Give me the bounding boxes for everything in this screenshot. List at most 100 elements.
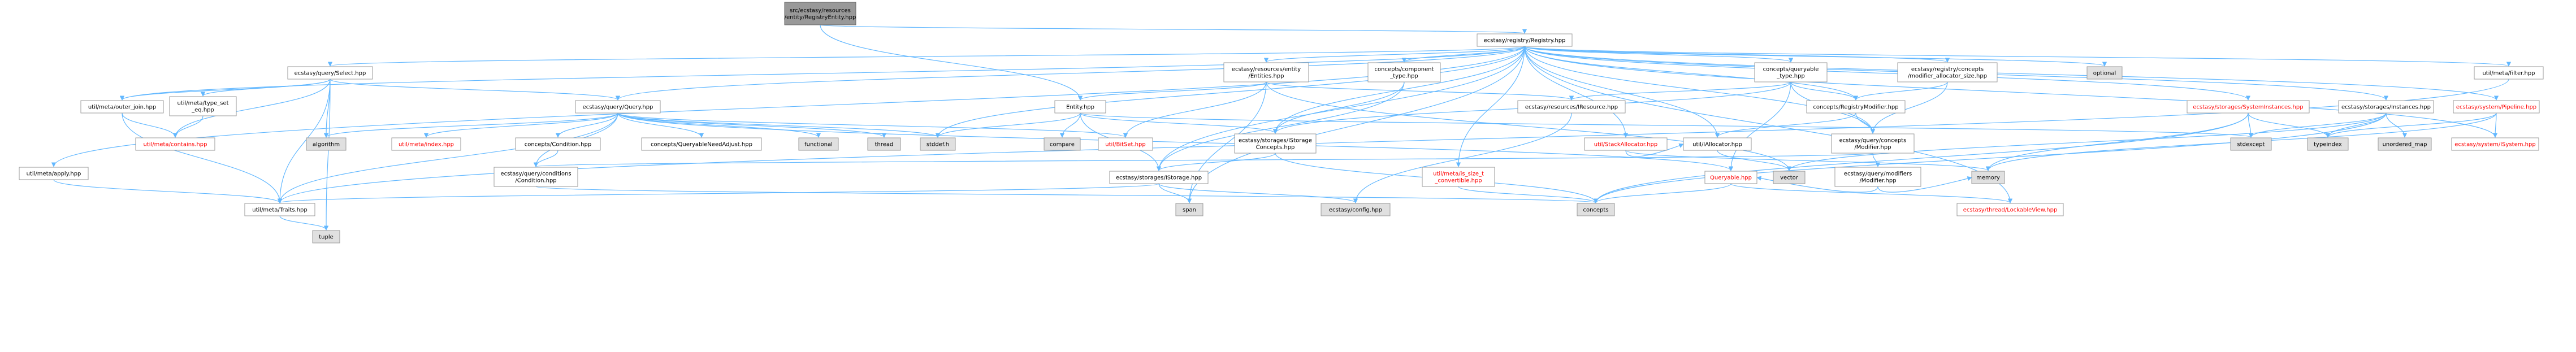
node-box — [1897, 62, 1998, 82]
node-entity[interactable]: Entity.hpp — [1054, 100, 1106, 114]
node-label: concepts/Condition.hpp — [525, 142, 591, 148]
node-stack_allocator[interactable]: util/StackAllocator.hpp — [1584, 137, 1668, 151]
node-label: concepts/component — [1374, 67, 1434, 73]
node-box — [2230, 137, 2272, 151]
dependency-edge-entities-entity — [1077, 81, 1267, 101]
node-iallocator[interactable]: util/IAllocator.hpp — [1683, 137, 1752, 151]
dependency-edge-query-queryable — [617, 112, 1733, 171]
node-instances[interactable]: ecstasy/storages/Instances.hpp — [2338, 100, 2434, 114]
dependency-edge-condition-concepts — [535, 186, 1598, 203]
node-label: thread — [875, 142, 894, 148]
node-registry[interactable]: ecstasy/registry/Registry.hpp — [1477, 33, 1573, 47]
dependency-edge-query-algorithm — [323, 112, 618, 138]
node-condition_concept[interactable]: concepts/Condition.hpp — [515, 137, 601, 151]
dependency-edge-instances-unordered_map — [2385, 112, 2408, 138]
node-resource[interactable]: ecstasy/resources/IResource.hpp — [1517, 100, 1626, 114]
node-label: _convertible.hpp — [1434, 178, 1482, 184]
dependency-edge-root-entity — [820, 24, 1083, 101]
dependency-edge-iallocator-vector — [1717, 150, 1792, 171]
edges-layer — [51, 24, 2511, 231]
node-box — [1773, 171, 1806, 184]
node-label: functional — [804, 142, 833, 148]
dependency-edge-component_type-storage_concepts — [1272, 81, 1405, 134]
node-istorage[interactable]: ecstasy/storages/IStorage.hpp — [1109, 171, 1209, 184]
dependency-edge-entities-bitset — [1123, 81, 1267, 138]
node-index[interactable]: util/meta/index.hpp — [391, 137, 461, 151]
node-query[interactable]: ecstasy/query/Query.hpp — [575, 100, 661, 114]
dependency-edge-registry_modifier-iallocator — [1715, 112, 1856, 138]
node-condition[interactable]: ecstasy/query/conditions/Condition.hpp — [493, 167, 578, 187]
node-stdexcept: stdexcept — [2230, 137, 2272, 151]
node-component_type[interactable]: concepts/component_type.hpp — [1367, 62, 1441, 82]
node-is_size_t[interactable]: util/meta/is_size_t_convertible.hpp — [1422, 167, 1495, 187]
node-apply[interactable]: util/meta/apply.hpp — [19, 167, 89, 180]
node-box — [2187, 100, 2310, 114]
node-label: ecstasy/storages/Instances.hpp — [2341, 105, 2431, 111]
dependency-edge-filter-traits — [278, 79, 2509, 203]
dependency-edge-registry-filter — [1524, 46, 2511, 67]
node-select[interactable]: ecstasy/query/Select.hpp — [287, 66, 373, 80]
dependency-edge-root-registry — [820, 24, 1526, 34]
dependency-edge-registry-storage_concepts — [1272, 46, 1525, 134]
dependency-edge-entities-resource — [1266, 81, 1574, 101]
node-label: ecstasy/storages/IStorage.hpp — [1116, 175, 1202, 181]
node-box — [1517, 100, 1626, 114]
node-box — [1834, 167, 1921, 187]
node-label: concepts/RegistryModifier.hpp — [1813, 105, 1898, 111]
node-pipeline[interactable]: ecstasy/system/Pipeline.hpp — [2453, 100, 2540, 114]
dependency-edge-query-index — [423, 112, 618, 138]
node-queryable_need_adjust[interactable]: concepts/QueryableNeedAdjust.hpp — [641, 137, 762, 151]
node-isystem[interactable]: ecstasy/system/ISystem.hpp — [2451, 137, 2539, 151]
dependency-edge-entity-compare — [1059, 112, 1081, 138]
node-queryable_type[interactable]: concepts/queryable_type.hpp — [1754, 62, 1828, 82]
node-root[interactable]: src/ecstasy/resources/entity/RegistryEnt… — [784, 2, 856, 25]
node-lockable_view[interactable]: ecstasy/thread/LockableView.hpp — [1956, 203, 2064, 216]
node-traits[interactable]: util/meta/Traits.hpp — [244, 203, 315, 216]
node-modifier_allocator[interactable]: ecstasy/registry/concepts/modifier_alloc… — [1897, 62, 1998, 82]
node-type_set_eq[interactable]: util/meta/type_set_eq.hpp — [169, 96, 237, 116]
dependency-edge-queryable_type-registry_modifier — [1790, 81, 1859, 101]
node-filter[interactable]: util/meta/filter.hpp — [2474, 66, 2544, 80]
dependency-edge-select-type_set_eq — [200, 79, 331, 97]
node-label: util/meta/Traits.hpp — [252, 207, 308, 214]
node-outer_join[interactable]: util/meta/outer_join.hpp — [80, 100, 164, 114]
dependency-edge-istorage-span — [1158, 183, 1192, 203]
node-label: ecstasy/system/Pipeline.hpp — [2456, 105, 2536, 111]
node-box — [1098, 137, 1153, 151]
node-label: ecstasy/query/Select.hpp — [295, 71, 366, 77]
node-compare: compare — [1044, 137, 1081, 151]
node-contains[interactable]: util/meta/contains.hpp — [135, 137, 215, 151]
node-label: ecstasy/query/Query.hpp — [583, 105, 653, 111]
dependency-edge-type_set_eq-contains — [172, 115, 204, 138]
dependency-edge-entity-storage_concepts — [1080, 112, 1278, 134]
dependency-edge-stack_allocator-iallocator — [1625, 143, 1684, 157]
node-optional: optional — [2086, 66, 2123, 80]
node-label: util/meta/contains.hpp — [143, 142, 207, 148]
node-label: ecstasy/query/conditions — [500, 171, 571, 177]
node-bitset[interactable]: util/BitSet.hpp — [1098, 137, 1153, 151]
node-label: concepts/queryable — [1763, 67, 1819, 73]
node-box — [1234, 133, 1317, 154]
node-box — [515, 137, 601, 151]
node-modifiers_modifier[interactable]: ecstasy/query/modifiers/Modifier.hpp — [1834, 167, 1921, 187]
node-box — [1422, 167, 1495, 187]
node-queryable[interactable]: Queryable.hpp — [1704, 171, 1757, 184]
node-query_modifier[interactable]: ecstasy/query/concepts/Modifier.hpp — [1831, 133, 1915, 154]
dependency-edge-queryable-concepts — [1593, 183, 1731, 203]
dependency-edge-select-traits — [277, 79, 331, 203]
dependency-edge-registry-entities — [1264, 46, 1525, 63]
dependency-edge-entity-stdexcept — [1080, 112, 2253, 138]
node-box — [1477, 33, 1573, 47]
node-entities[interactable]: ecstasy/resources/entity/Entities.hpp — [1223, 62, 1309, 82]
node-label: util/meta/index.hpp — [399, 142, 454, 148]
node-registry_modifier[interactable]: concepts/RegistryModifier.hpp — [1806, 100, 1906, 114]
node-box — [1577, 203, 1615, 216]
dependency-edge-registry-optional — [1524, 46, 2107, 67]
node-label: ecstasy/system/ISystem.hpp — [2454, 142, 2535, 148]
node-system_instances[interactable]: ecstasy/storages/SystemInstances.hpp — [2187, 100, 2310, 114]
dependency-edge-component_type-istorage — [1156, 81, 1405, 171]
node-box — [1806, 100, 1906, 114]
node-box — [312, 230, 340, 244]
nodes-layer: src/ecstasy/resources/entity/RegistryEnt… — [19, 2, 2544, 244]
